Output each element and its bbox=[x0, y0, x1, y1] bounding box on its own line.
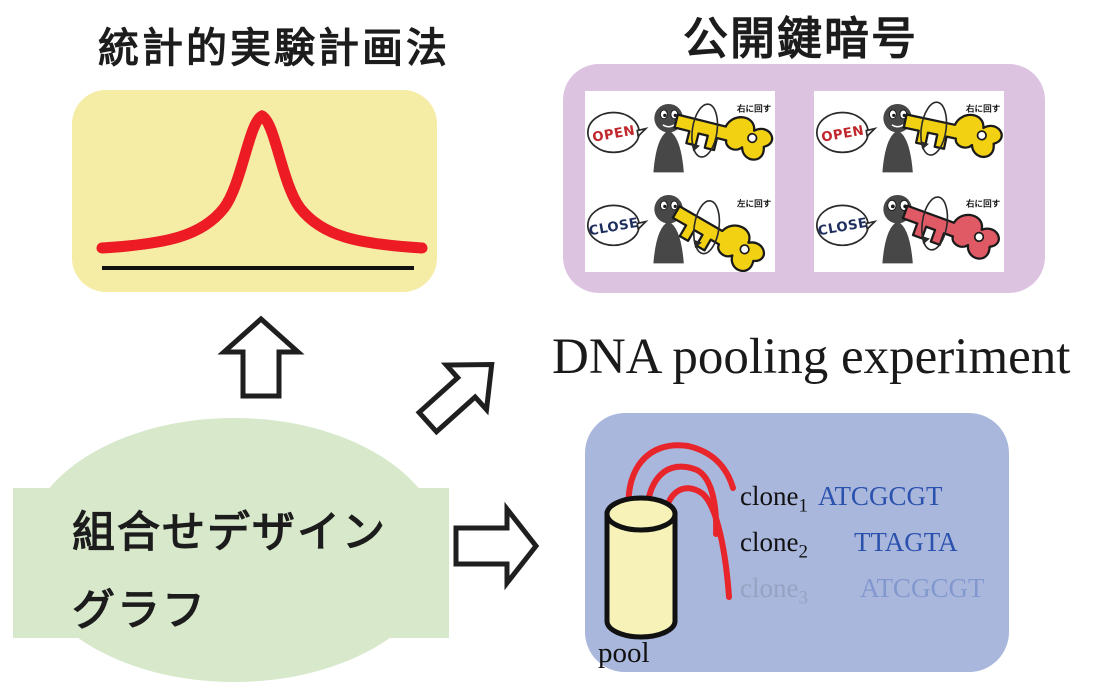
clone-label: clone2 bbox=[740, 527, 808, 563]
clone-label: clone3 bbox=[740, 573, 808, 609]
yellow-key-icon bbox=[673, 113, 774, 161]
key-cartoon-row: 右に回す bbox=[586, 103, 774, 173]
pool-cylinder-icon bbox=[604, 495, 678, 640]
clone-label: clone1 bbox=[740, 481, 808, 517]
yellow-key-icon bbox=[902, 113, 1003, 159]
open-label: OPEN bbox=[591, 123, 636, 145]
red-key-icon bbox=[901, 204, 1000, 260]
key-cartoon-row: 右に回す bbox=[815, 101, 1003, 173]
crypto-panel-public: 右に回す bbox=[814, 91, 1004, 272]
clone-row-faded: clone3 ATCGCGT bbox=[740, 573, 984, 619]
rotation-arrow-icon bbox=[920, 101, 948, 156]
turn-note: 右に回す bbox=[737, 103, 772, 115]
dna-strand-icon bbox=[625, 442, 736, 600]
clone-sequence: ATCGCGT bbox=[817, 481, 943, 511]
pool-illustration bbox=[604, 442, 736, 640]
clone-sequence: ATCGCGT bbox=[859, 573, 985, 603]
dna-pooling-title: DNA pooling experiment bbox=[552, 329, 1071, 385]
speech-bubble: OPEN bbox=[586, 111, 649, 154]
turn-note: 右に回す bbox=[966, 197, 1001, 209]
speech-bubble: CLOSE bbox=[815, 204, 878, 246]
key-cartoon-row: 右に回す C bbox=[815, 194, 1001, 263]
crypto-box: 右に回す bbox=[563, 64, 1045, 293]
concept-line-design: 組合せデザイン bbox=[72, 508, 387, 558]
rotation-arrow-icon bbox=[693, 199, 721, 254]
up-arrow-icon bbox=[217, 315, 305, 399]
crypto-panel-symmetric: 右に回す bbox=[585, 91, 775, 272]
rotation-arrow-icon bbox=[691, 103, 719, 158]
stat-design-title: 統計的実験計画法 bbox=[98, 24, 450, 72]
right-arrow-icon bbox=[453, 501, 540, 591]
speech-bubble: OPEN bbox=[815, 111, 878, 154]
speech-bubble: CLOSE bbox=[586, 204, 649, 246]
stat-design-box bbox=[72, 90, 437, 292]
concept-ellipse bbox=[25, 418, 443, 682]
bell-curve-icon bbox=[96, 109, 428, 254]
bell-curve-figure bbox=[96, 109, 428, 270]
turn-note: 左に回す bbox=[736, 197, 772, 209]
concept-line-graph: グラフ bbox=[72, 586, 207, 636]
clone-row: clone1 ATCGCGT bbox=[740, 481, 984, 527]
open-label: OPEN bbox=[820, 123, 865, 145]
public-key-crypto-title: 公開鍵暗号 bbox=[683, 12, 919, 65]
clone-sequence: TTAGTA bbox=[853, 527, 958, 557]
key-cartoon-row: 左に回す C bbox=[586, 194, 772, 272]
pool-label: pool bbox=[598, 637, 650, 669]
rotation-arrow-icon bbox=[921, 195, 949, 251]
turn-note: 右に回す bbox=[966, 103, 1001, 115]
clone-row: clone2 TTAGTA bbox=[740, 527, 984, 573]
diagonal-arrow-icon bbox=[415, 362, 495, 436]
figure-icon bbox=[882, 103, 913, 173]
